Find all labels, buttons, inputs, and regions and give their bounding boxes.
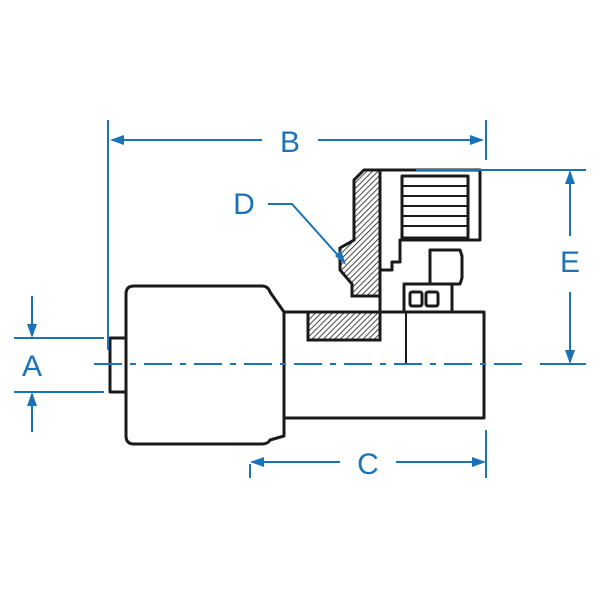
label-b: B: [280, 126, 300, 159]
label-c: C: [357, 448, 379, 481]
pipe-thread: [400, 174, 470, 240]
fitting-body: [108, 168, 486, 446]
label-d: D: [233, 188, 255, 221]
nut-flats: [408, 290, 440, 308]
dimension-lines: [14, 120, 586, 478]
label-e: E: [560, 246, 580, 279]
hatched-section: [306, 168, 382, 342]
swivel-nut: [428, 248, 464, 286]
label-a: A: [22, 350, 42, 383]
